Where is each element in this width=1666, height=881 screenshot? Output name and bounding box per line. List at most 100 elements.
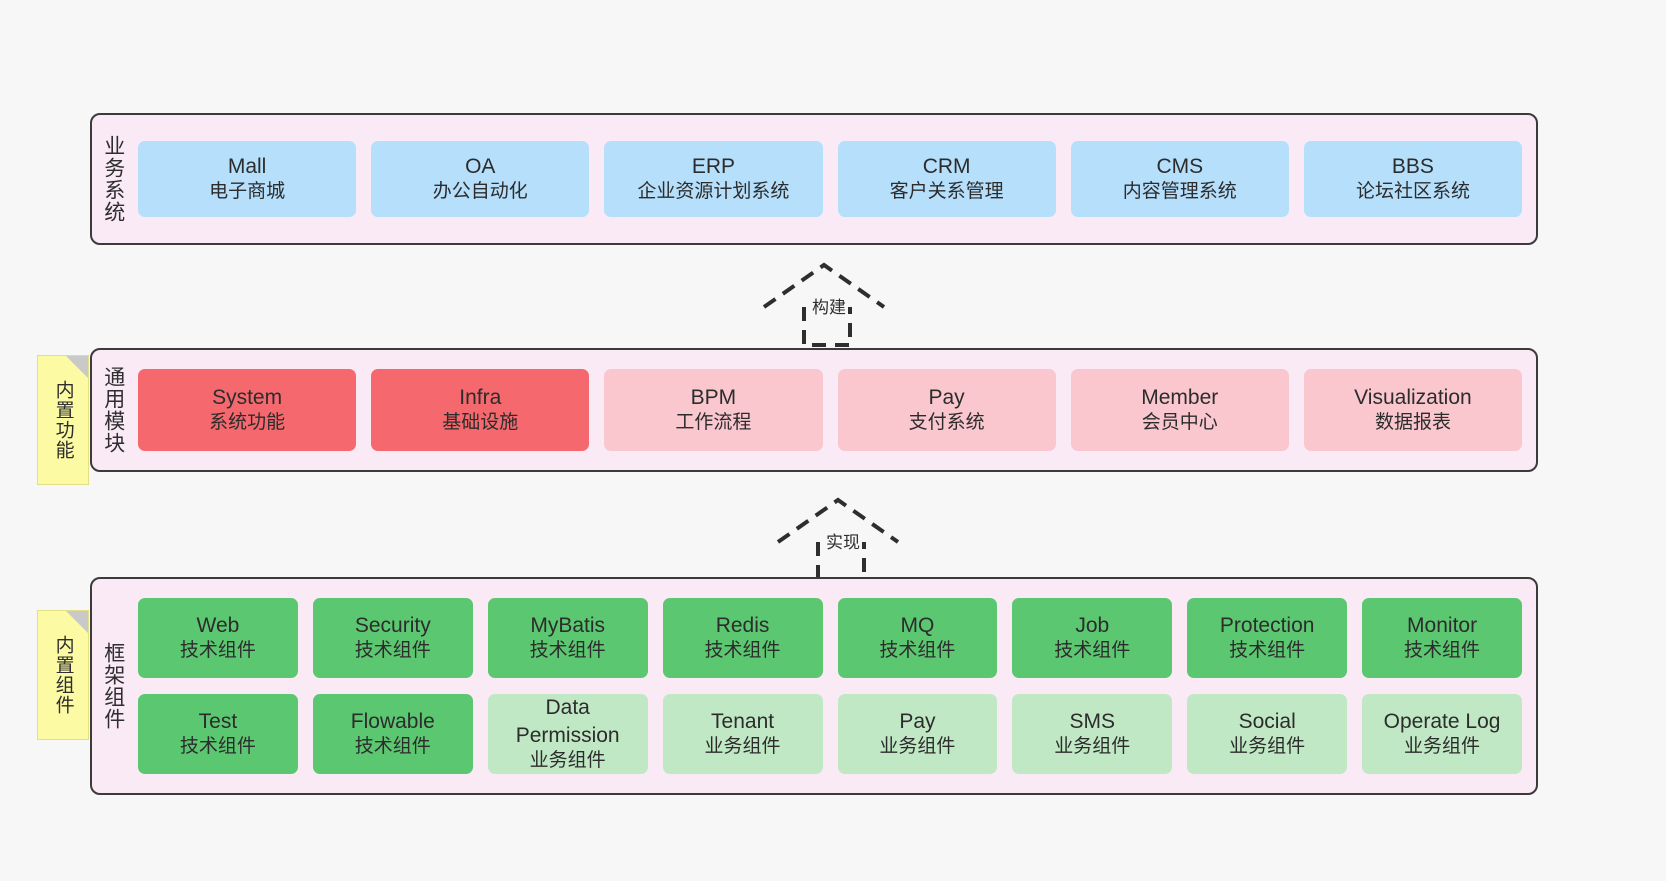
node-pay-module[interactable]: Pay 支付系统	[837, 369, 1056, 451]
layer-title-framework-component: 框架组件	[101, 642, 125, 730]
node-monitor[interactable]: Monitor 技术组件	[1362, 598, 1522, 678]
node-title: SMS	[1069, 710, 1116, 733]
note-builtin-component: 内置组件	[37, 610, 89, 740]
node-tenant[interactable]: Tenant 业务组件	[662, 694, 823, 774]
note-fold-corner	[66, 356, 88, 378]
node-cms[interactable]: CMS 内容管理系统	[1070, 141, 1289, 217]
node-title: Tenant	[711, 710, 775, 733]
node-subtitle: 企业资源计划系统	[637, 181, 790, 203]
node-subtitle: 技术组件	[1054, 640, 1131, 662]
node-bpm[interactable]: BPM 工作流程	[604, 369, 823, 451]
node-title: OA	[465, 155, 496, 178]
node-subtitle: 业务组件	[1404, 736, 1481, 758]
node-title: BBS	[1391, 155, 1434, 178]
layer-framework-component: 框架组件 Web 技术组件 Security 技术组件 MyBatis 技术组件…	[90, 577, 1538, 795]
note-fold-corner	[66, 611, 88, 633]
node-subtitle: 数据报表	[1374, 412, 1451, 434]
node-title: MyBatis	[530, 614, 606, 637]
node-mybatis[interactable]: MyBatis 技术组件	[487, 598, 648, 678]
node-mall[interactable]: Mall 电子商城	[138, 141, 357, 217]
business-system-row: Mall 电子商城 OA 办公自动化 ERP 企业资源计划系统 CRM 客户关系…	[138, 141, 1523, 217]
node-subtitle: 会员中心	[1141, 412, 1218, 434]
common-module-row: System 系统功能 Infra 基础设施 BPM 工作流程 Pay 支付系统…	[138, 369, 1523, 451]
framework-component-row-1: Web 技术组件 Security 技术组件 MyBatis 技术组件 Redi…	[138, 598, 1522, 678]
connector-implement-label: 实现	[824, 528, 862, 553]
node-title: CMS	[1156, 155, 1204, 178]
node-subtitle: 办公自动化	[432, 181, 528, 203]
layer-business-system: 业务系统 Mall 电子商城 OA 办公自动化 ERP 企业资源计划系统 CRM…	[90, 113, 1538, 245]
node-title: CRM	[922, 155, 971, 178]
node-subtitle: 技术组件	[704, 640, 781, 662]
node-web[interactable]: Web 技术组件	[138, 598, 298, 678]
node-security[interactable]: Security 技术组件	[312, 598, 473, 678]
node-flowable[interactable]: Flowable 技术组件	[312, 694, 473, 774]
node-system[interactable]: System 系统功能	[138, 369, 357, 451]
connector-build-label: 构建	[810, 293, 848, 318]
layer-title-common-module: 通用模块	[101, 366, 125, 454]
node-subtitle: 系统功能	[209, 412, 286, 434]
node-job[interactable]: Job 技术组件	[1012, 598, 1173, 678]
node-oa[interactable]: OA 办公自动化	[371, 141, 590, 217]
node-mq[interactable]: MQ 技术组件	[837, 598, 998, 678]
node-redis[interactable]: Redis 技术组件	[662, 598, 823, 678]
node-subtitle: 技术组件	[354, 640, 431, 662]
node-title: Redis	[715, 614, 770, 637]
implement-arrow-icon	[776, 497, 900, 582]
node-title: MQ	[900, 614, 935, 637]
connector-implement: 实现	[766, 490, 926, 585]
node-subtitle: 技术组件	[1404, 640, 1481, 662]
node-title: Social	[1238, 710, 1296, 733]
node-subtitle: 内容管理系统	[1122, 181, 1237, 203]
framework-component-row-2: Test 技术组件 Flowable 技术组件 Data Permission …	[138, 694, 1522, 774]
node-title: Infra	[459, 386, 502, 409]
node-social[interactable]: Social 业务组件	[1187, 694, 1348, 774]
node-subtitle: 业务组件	[529, 749, 606, 771]
node-test[interactable]: Test 技术组件	[138, 694, 298, 774]
node-subtitle: 论坛社区系统	[1355, 181, 1470, 203]
node-subtitle: 电子商城	[209, 181, 286, 203]
node-member[interactable]: Member 会员中心	[1070, 369, 1289, 451]
node-infra[interactable]: Infra 基础设施	[371, 369, 590, 451]
connector-build: 构建	[752, 255, 912, 350]
node-subtitle: 工作流程	[675, 412, 752, 434]
node-title: Security	[354, 614, 431, 637]
layer-body-business-system: Mall 电子商城 OA 办公自动化 ERP 企业资源计划系统 CRM 客户关系…	[134, 115, 1536, 243]
node-protection[interactable]: Protection 技术组件	[1187, 598, 1348, 678]
node-subtitle: 客户关系管理	[889, 181, 1004, 203]
node-title: Job	[1075, 614, 1110, 637]
node-subtitle: 技术组件	[879, 640, 956, 662]
layer-body-framework-component: Web 技术组件 Security 技术组件 MyBatis 技术组件 Redi…	[134, 579, 1536, 793]
node-title: Test	[198, 710, 238, 733]
node-operate-log[interactable]: Operate Log 业务组件	[1362, 694, 1522, 774]
node-title: System	[212, 386, 283, 409]
note-builtin-function: 内置功能	[37, 355, 89, 485]
node-title: Web	[196, 614, 240, 637]
note-label: 内置组件	[52, 635, 74, 715]
node-data-permission[interactable]: Data Permission 业务组件	[487, 694, 648, 774]
node-subtitle: 业务组件	[1054, 736, 1131, 758]
node-title: BPM	[690, 386, 737, 409]
node-visualization[interactable]: Visualization 数据报表	[1303, 369, 1523, 451]
node-title: Pay	[899, 710, 936, 733]
node-subtitle: 业务组件	[1229, 736, 1306, 758]
node-title: Member	[1141, 386, 1219, 409]
node-title: Visualization	[1354, 386, 1472, 409]
node-subtitle: 技术组件	[1229, 640, 1306, 662]
layer-title-business-system: 业务系统	[101, 135, 125, 223]
node-title: Data Permission	[515, 696, 620, 747]
node-pay-component[interactable]: Pay 业务组件	[837, 694, 998, 774]
node-title: Pay	[928, 386, 965, 409]
node-title: Flowable	[350, 710, 435, 733]
layer-common-module: 通用模块 System 系统功能 Infra 基础设施 BPM 工作流程 Pay…	[90, 348, 1538, 472]
build-arrow-icon	[762, 262, 886, 347]
node-subtitle: 业务组件	[879, 736, 956, 758]
node-bbs[interactable]: BBS 论坛社区系统	[1303, 141, 1523, 217]
node-subtitle: 支付系统	[908, 412, 985, 434]
node-subtitle: 技术组件	[354, 736, 431, 758]
node-sms[interactable]: SMS 业务组件	[1012, 694, 1173, 774]
node-erp[interactable]: ERP 企业资源计划系统	[604, 141, 823, 217]
node-subtitle: 基础设施	[442, 412, 519, 434]
node-crm[interactable]: CRM 客户关系管理	[837, 141, 1056, 217]
node-subtitle: 技术组件	[179, 640, 256, 662]
layer-body-common-module: System 系统功能 Infra 基础设施 BPM 工作流程 Pay 支付系统…	[134, 350, 1536, 470]
